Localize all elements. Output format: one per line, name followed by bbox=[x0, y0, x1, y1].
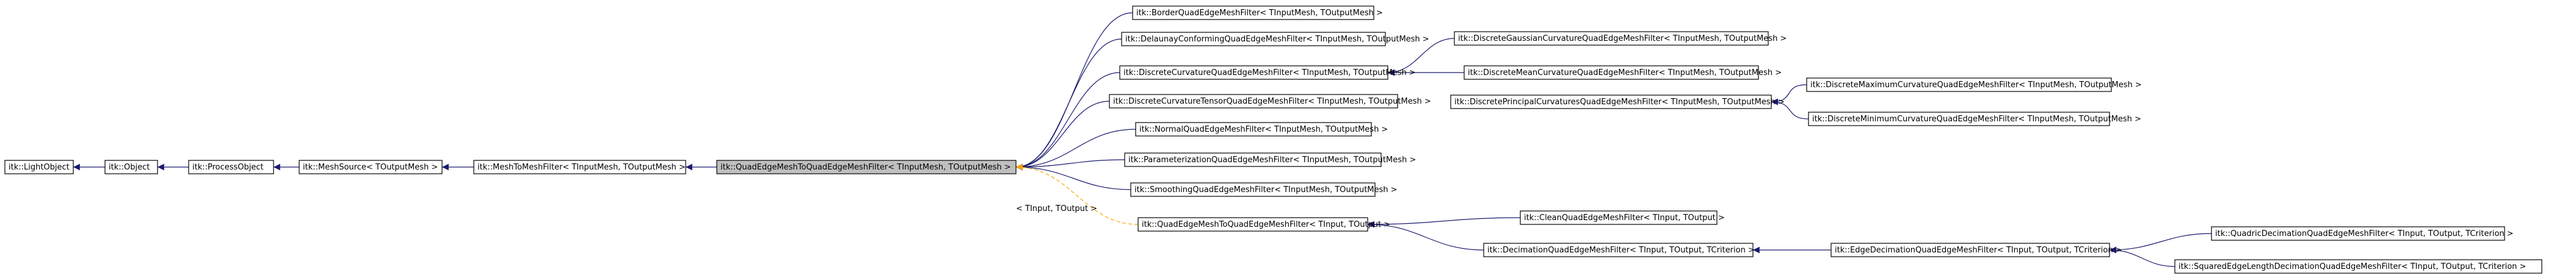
class-node-label: itk::Object bbox=[109, 163, 150, 172]
class-node-label: itk::ParameterizationQuadEdgeMeshFilter<… bbox=[1128, 155, 1416, 165]
class-node-label: itk::DiscreteCurvatureTensorQuadEdgeMesh… bbox=[1113, 97, 1431, 106]
class-node-box bbox=[2211, 226, 2505, 241]
edge-quadric-to-edgedecim bbox=[2109, 233, 2212, 254]
edge-smoothing-to-qe2qe bbox=[1015, 163, 1131, 190]
class-node-box bbox=[1808, 112, 2110, 126]
edge-delaunay-to-qe2qe bbox=[1015, 38, 1122, 171]
class-node-label: itk::QuadricDecimationQuadEdgeMeshFilter… bbox=[2215, 229, 2514, 238]
class-node-delaunayconformingquadedgemeshfilter[interactable]: itk::DelaunayConformingQuadEdgeMeshFilte… bbox=[1121, 32, 1429, 46]
class-node-processobject[interactable]: itk::ProcessObject bbox=[188, 160, 274, 174]
class-node-box bbox=[1454, 31, 1769, 46]
edge-dcurvtensor-to-qe2qe bbox=[1015, 101, 1110, 171]
class-node-box bbox=[1130, 182, 1376, 197]
class-node-box bbox=[1109, 94, 1398, 109]
class-node-label: itk::DiscretePrincipalCurvaturesQuadEdge… bbox=[1454, 98, 1785, 107]
class-node-object[interactable]: itk::Object bbox=[104, 160, 158, 174]
class-node-parameterizationquadedgemeshfilter[interactable]: itk::ParameterizationQuadEdgeMeshFilter<… bbox=[1124, 152, 1416, 167]
edge-qe2qeT-to-qe2qe bbox=[1015, 163, 1139, 225]
class-node-box bbox=[1132, 5, 1374, 20]
class-node-label: itk::ProcessObject bbox=[192, 163, 264, 172]
class-node-box bbox=[1483, 243, 1754, 257]
edge-dgauss-to-dcurv bbox=[1387, 38, 1455, 76]
class-node-label: itk::DiscreteMeanCurvatureQuadEdgeMeshFi… bbox=[1468, 68, 1782, 77]
class-node-label: itk::CleanQuadEdgeMeshFilter< TInput, TO… bbox=[1524, 213, 1725, 223]
class-node-discretemeancurvaturequadedgemeshfilter[interactable]: itk::DiscreteMeanCurvatureQuadEdgeMeshFi… bbox=[1464, 65, 1782, 80]
edges-layer: < TInput, TOutput > bbox=[73, 12, 2212, 267]
class-node-borderquadedgemeshfilter[interactable]: itk::BorderQuadEdgeMeshFilter< TInputMes… bbox=[1132, 5, 1383, 20]
class-node-box bbox=[1450, 95, 1772, 109]
class-node-box bbox=[299, 160, 443, 174]
edge-label-template-args: < TInput, TOutput > bbox=[1016, 204, 1097, 213]
edge-param-to-qe2qe bbox=[1015, 159, 1125, 171]
class-node-label: itk::MeshToMeshFilter< TInputMesh, TOutp… bbox=[477, 163, 686, 172]
class-node-normalquadedgemeshfilter[interactable]: itk::NormalQuadEdgeMeshFilter< TInputMes… bbox=[1135, 122, 1388, 137]
class-node-box bbox=[1806, 77, 2112, 92]
class-node-label: itk::MeshSource< TOutputMesh > bbox=[303, 163, 438, 172]
class-node-smoothingquadedgemeshfilter[interactable]: itk::SmoothingQuadEdgeMeshFilter< TInput… bbox=[1130, 182, 1398, 197]
class-node-box bbox=[1520, 210, 1718, 225]
edge-dcurv-to-qe2qe bbox=[1015, 72, 1120, 171]
edge-clean-to-qe2qeT bbox=[1367, 217, 1521, 228]
class-node-edgedecimationquadedgemeshfilter[interactable]: itk::EdgeDecimationQuadEdgeMeshFilter< T… bbox=[1830, 243, 2122, 257]
class-node-meshsource[interactable]: itk::MeshSource< TOutputMesh > bbox=[299, 160, 443, 174]
class-node-box bbox=[2174, 259, 2542, 274]
edge-normal-to-qe2qe bbox=[1015, 129, 1136, 171]
class-node-label: itk::EdgeDecimationQuadEdgeMeshFilter< T… bbox=[1835, 246, 2122, 255]
class-node-box bbox=[1121, 32, 1386, 46]
class-node-box bbox=[188, 160, 274, 174]
class-node-label: itk::SquaredEdgeLengthDecimationQuadEdge… bbox=[2179, 262, 2526, 271]
class-node-quadricdecimationquadedgemeshfilter[interactable]: itk::QuadricDecimationQuadEdgeMeshFilter… bbox=[2211, 226, 2514, 241]
class-node-discretecurvaturetensorquadedgemeshfilter[interactable]: itk::DiscreteCurvatureTensorQuadEdgeMesh… bbox=[1109, 94, 1431, 109]
class-node-discretemaximumcurvaturequadedgemeshfilter[interactable]: itk::DiscreteMaximumCurvatureQuadEdgeMes… bbox=[1806, 77, 2142, 92]
class-node-box bbox=[1464, 65, 1759, 80]
class-node-label: itk::QuadEdgeMeshToQuadEdgeMeshFilter< T… bbox=[720, 163, 1011, 172]
class-node-box bbox=[1119, 65, 1388, 80]
edge-dmin-to-dprincipal bbox=[1771, 98, 1809, 120]
class-node-label: itk::DiscreteMaximumCurvatureQuadEdgeMes… bbox=[1810, 80, 2142, 90]
class-node-meshtomeshfilter[interactable]: itk::MeshToMeshFilter< TInputMesh, TOutp… bbox=[473, 160, 686, 174]
class-node-discretecurvaturequadedgemeshfilter[interactable]: itk::DiscreteCurvatureQuadEdgeMeshFilter… bbox=[1119, 65, 1416, 80]
class-node-label: itk::NormalQuadEdgeMeshFilter< TInputMes… bbox=[1139, 125, 1388, 134]
class-node-label: itk::SmoothingQuadEdgeMeshFilter< TInput… bbox=[1134, 185, 1398, 195]
class-node-box bbox=[1830, 243, 2110, 257]
class-node-label: itk::QuadEdgeMeshToQuadEdgeMeshFilter< T… bbox=[1142, 220, 1390, 229]
class-node-box bbox=[1124, 152, 1382, 167]
class-node-discreteprincipalcurvaturesquadedgemeshfilter[interactable]: itk::DiscretePrincipalCurvaturesQuadEdge… bbox=[1450, 95, 1785, 109]
edge-border-to-qe2qe bbox=[1015, 12, 1133, 171]
class-node-box bbox=[104, 160, 158, 174]
class-node-box bbox=[4, 160, 74, 174]
class-node-cleanquadedgemeshfilter[interactable]: itk::CleanQuadEdgeMeshFilter< TInput, TO… bbox=[1520, 210, 1725, 225]
class-node-box bbox=[1137, 217, 1368, 232]
class-node-label: itk::DelaunayConformingQuadEdgeMeshFilte… bbox=[1125, 35, 1429, 44]
nodes-layer: itk::LightObject itk::Object itk::ProcessO… bbox=[4, 5, 2542, 274]
class-node-decimationquadedgemeshfilter[interactable]: itk::DecimationQuadEdgeMeshFilter< TInpu… bbox=[1483, 243, 1755, 257]
class-node-box bbox=[716, 160, 1017, 174]
class-node-label: itk::DiscreteCurvatureQuadEdgeMeshFilter… bbox=[1123, 68, 1416, 77]
class-node-label: itk::DecimationQuadEdgeMeshFilter< TInpu… bbox=[1487, 246, 1755, 255]
class-node-discreteminimumcurvaturequadedgemeshfilter[interactable]: itk::DiscreteMinimumCurvatureQuadEdgeMes… bbox=[1808, 112, 2141, 126]
class-node-label: itk::DiscreteMinimumCurvatureQuadEdgeMes… bbox=[1812, 115, 2141, 124]
class-node-discretegaussiancurvaturequadedgemeshfilter[interactable]: itk::DiscreteGaussianCurvatureQuadEdgeMe… bbox=[1454, 31, 1787, 46]
class-node-squarededgelengthdecimationquadedgemeshfilter[interactable]: itk::SquaredEdgeLengthDecimationQuadEdge… bbox=[2174, 259, 2542, 274]
class-node-box bbox=[1135, 122, 1372, 137]
class-node-lightobject[interactable]: itk::LightObject bbox=[4, 160, 74, 174]
class-node-quadedgemeshtoquadedgemeshfilter[interactable]: itk::QuadEdgeMeshToQuadEdgeMeshFilter< T… bbox=[716, 160, 1017, 174]
class-node-label: itk::BorderQuadEdgeMeshFilter< TInputMes… bbox=[1136, 9, 1383, 18]
class-node-box bbox=[473, 160, 686, 174]
edge-squared-to-edgedecim bbox=[2109, 246, 2175, 267]
class-node-label: itk::LightObject bbox=[9, 163, 70, 172]
class-node-quadedgemeshtoquadedgemeshfilter[interactable]: itk::QuadEdgeMeshToQuadEdgeMeshFilter< T… bbox=[1137, 217, 1390, 232]
class-node-label: itk::DiscreteGaussianCurvatureQuadEdgeMe… bbox=[1458, 34, 1787, 43]
edge-decimation-to-qe2qeT bbox=[1367, 221, 1484, 251]
